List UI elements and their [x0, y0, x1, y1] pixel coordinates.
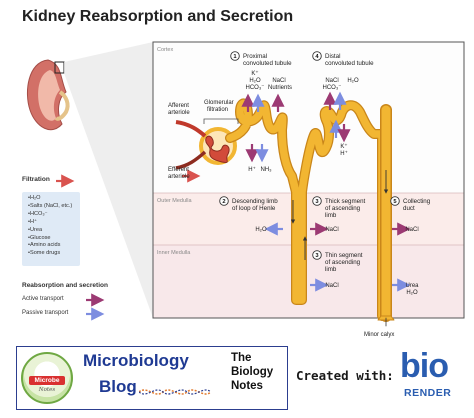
transport-arrows [182, 91, 411, 292]
footer: Microbe Notes Microbiology Blog The Biol… [16, 346, 464, 410]
segment-number: 3 [315, 199, 319, 205]
biology-notes-text: Biology [231, 366, 274, 378]
substance-label: NaCl [325, 283, 338, 289]
minor-calyx-label: Minor calyx [364, 332, 394, 338]
segment-title-dct: convoluted tubule [325, 60, 374, 67]
afferent-label: Afferent [168, 103, 189, 109]
segment-title-thin: limb [325, 266, 337, 273]
region-inner-medulla: Inner Medulla [157, 250, 191, 256]
biorender-logo-text: RENDER [404, 387, 452, 399]
partner-logos-box: Microbe Notes Microbiology Blog The Biol… [16, 346, 288, 410]
legend-transport-title: Reabsorption and secretion [22, 282, 108, 289]
microbiology-blog-logo: Microbiology [83, 351, 189, 370]
segment-title-pct: Proximal [243, 53, 267, 60]
zoom-wedge [64, 42, 153, 318]
substance-label: H₂O [347, 78, 359, 84]
region-outer-medulla: Outer Medulla [157, 198, 192, 204]
substance-label: HCO₃⁻ [323, 85, 342, 91]
segment-title-collecting: duct [403, 205, 415, 212]
segment-marker-4 [312, 51, 322, 61]
microbiology-blog-logo: Blog [99, 377, 137, 396]
segment-marker-5 [390, 196, 400, 206]
substance-label: H₂O [255, 227, 267, 233]
dna-icon [139, 389, 212, 395]
filtration-bracket [203, 118, 239, 124]
kidney-illustration [27, 59, 70, 131]
segment-number: 1 [233, 54, 237, 60]
segment-markers [219, 51, 400, 260]
segment-marker-1 [230, 51, 240, 61]
substance-label: H⁺ [248, 166, 256, 173]
substance-label: NaCl [405, 227, 418, 233]
flow-arrows [290, 170, 389, 260]
segment-title-thick: Thick segment [325, 198, 366, 205]
substance-label: H₂O [249, 78, 261, 84]
segment-number: 5 [393, 199, 397, 205]
glomerular-label: Glomerular [204, 100, 234, 106]
segment-title-collecting: Collecting [403, 198, 431, 205]
efferent-label: arteriole [168, 174, 190, 180]
substance-label: Nutrients [268, 85, 292, 91]
legend-arrows [56, 174, 105, 321]
notes-logo-text: Notes [38, 387, 56, 393]
filtered-item: H⁺ [28, 219, 80, 227]
segment-title-thin: Thin segment [325, 252, 363, 259]
substance-label: NaCl [325, 78, 338, 84]
biology-notes-text: The [231, 352, 252, 364]
segment-title-thick: of ascending [325, 205, 361, 212]
biology-notes-logo: The Biology Notes [231, 351, 273, 393]
substance-label: NH₃ [260, 167, 272, 173]
legend-filtration-title: Filtration [22, 176, 50, 183]
legend-active-label: Active transport [22, 296, 64, 302]
segment-title-thick: limb [325, 212, 337, 219]
microbe-logo-text: Microbe [29, 376, 65, 385]
legend-passive-label: Passive transport [22, 310, 69, 316]
biorender-logo: bio [400, 347, 449, 385]
biology-notes-text: Notes [231, 380, 263, 392]
filtered-item: H₂O [28, 195, 80, 203]
filtered-substances-box: H₂O Salts (NaCl, etc.) HCO₃⁻ H⁺ Urea Glu… [22, 192, 80, 266]
substance-label: K⁺ [340, 143, 347, 150]
glomerular-label: filtration [207, 107, 228, 113]
created-with-label: Created with: [296, 368, 394, 383]
filtered-item: Urea [28, 227, 80, 235]
segment-number: 3 [315, 253, 319, 259]
segment-title-thin: of ascending [325, 259, 361, 266]
substance-label: Urea [405, 283, 419, 289]
page-title: Kidney Reabsorption and Secretion [22, 8, 294, 25]
substance-label: H⁺ [340, 150, 348, 157]
efferent-label: Efferent [168, 167, 189, 173]
segment-number: 2 [222, 199, 225, 205]
microbe-notes-logo: Microbe Notes [21, 352, 73, 404]
substance-label: K⁺ [251, 70, 258, 77]
region-cortex: Cortex [157, 47, 173, 53]
nephron-tubule [225, 98, 395, 327]
substance-label: H₂O [406, 290, 418, 296]
filtered-item: Glucose [28, 235, 80, 243]
substance-label: NaCl [272, 78, 285, 84]
segment-marker-2 [219, 196, 229, 206]
segment-title-descending: of loop of Henle [232, 205, 276, 212]
filtered-item: Salts (NaCl, etc.) [28, 203, 80, 211]
afferent-label: arteriole [168, 110, 190, 116]
segment-marker-3-thick [312, 196, 322, 206]
segment-marker-3-thin [312, 250, 322, 260]
segment-title-pct: convoluted tubule [243, 60, 292, 67]
filtered-item: Some drugs [28, 250, 80, 258]
segment-title-descending: Descending limb [232, 198, 278, 205]
filtered-item: HCO₃⁻ [28, 211, 80, 219]
substance-label: NaCl [325, 227, 338, 233]
segment-number: 4 [315, 54, 319, 60]
substance-label: HCO₃⁻ [246, 85, 265, 91]
segment-title-dct: Distal [325, 53, 340, 60]
filtered-item: Amino acids [28, 242, 80, 250]
